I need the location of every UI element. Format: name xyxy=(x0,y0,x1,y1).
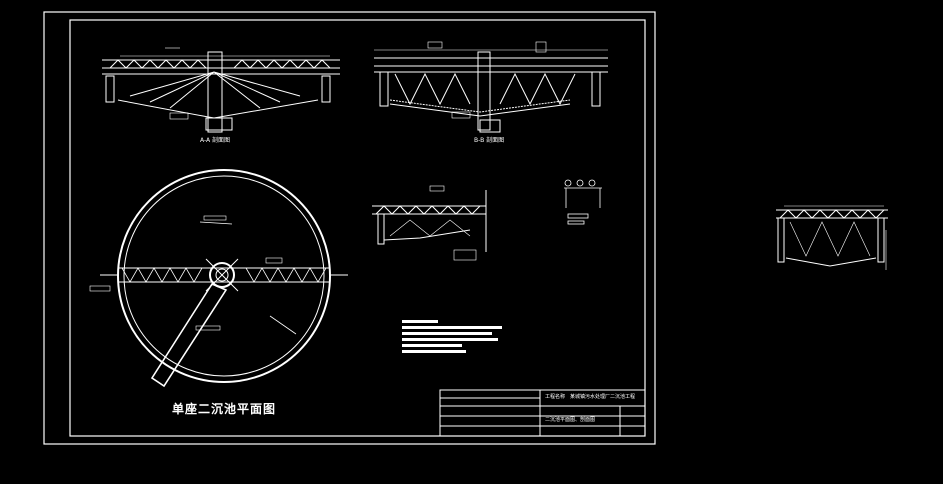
title-block-project-value: 某城镇污水处理厂二沉池工程 xyxy=(570,394,636,400)
section-c-drawing xyxy=(372,185,487,261)
sheet-inner-border xyxy=(69,19,646,437)
section-b-label: B-B 剖面图 xyxy=(474,137,505,144)
section-a-drawing xyxy=(102,47,340,133)
title-block-drawing-name: 二沉池平面图、剖面图 xyxy=(545,417,596,423)
sheet-outer-border xyxy=(43,11,656,445)
section-a-label: A-A 剖面图 xyxy=(200,137,231,144)
plan-title: 单座二沉池平面图 xyxy=(172,402,277,416)
title-block-project-label: 工程名称 xyxy=(545,394,566,400)
title-block xyxy=(439,389,646,437)
notes-block xyxy=(402,320,502,353)
detail-drawing xyxy=(564,179,602,225)
section-b-drawing xyxy=(374,41,608,133)
external-section-drawing xyxy=(776,205,888,270)
plan-view-drawing xyxy=(89,169,348,388)
